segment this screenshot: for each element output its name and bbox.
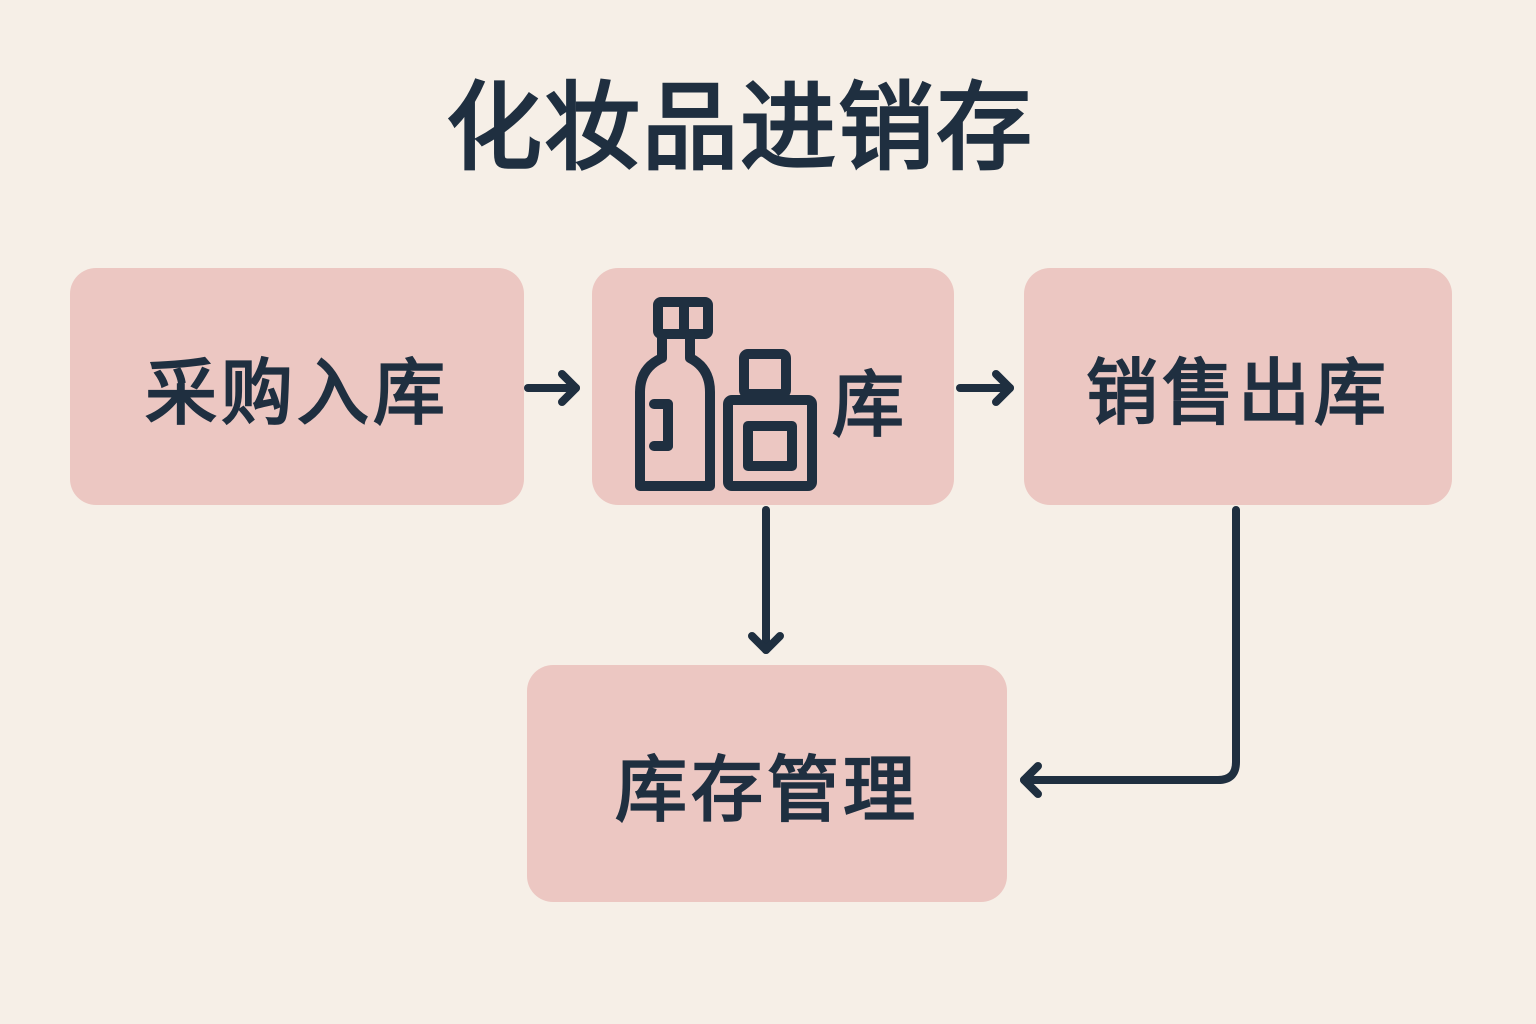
sales-outbound-label: 销售出库: [1085, 351, 1390, 435]
arrow-stock-to-sales: [956, 370, 1014, 406]
stock-label: 库: [832, 363, 905, 447]
inventory-management-box: 库存管理: [527, 665, 1007, 902]
cosmetics-bottle-jar-icon: [635, 297, 817, 491]
purchase-inbound-box: 采购入库: [70, 268, 524, 505]
sales-outbound-box: 销售出库: [1024, 268, 1452, 505]
inventory-management-label: 库存管理: [614, 748, 919, 832]
arrow-stock-to-inventory: [748, 506, 784, 654]
stock-box: 库: [592, 268, 954, 505]
arrow-sales-to-inventory: [1020, 506, 1240, 798]
purchase-inbound-label: 采购入库: [144, 351, 449, 435]
arrow-purchase-to-stock: [524, 370, 580, 406]
diagram-title: 化妆品进销存: [446, 72, 1034, 184]
